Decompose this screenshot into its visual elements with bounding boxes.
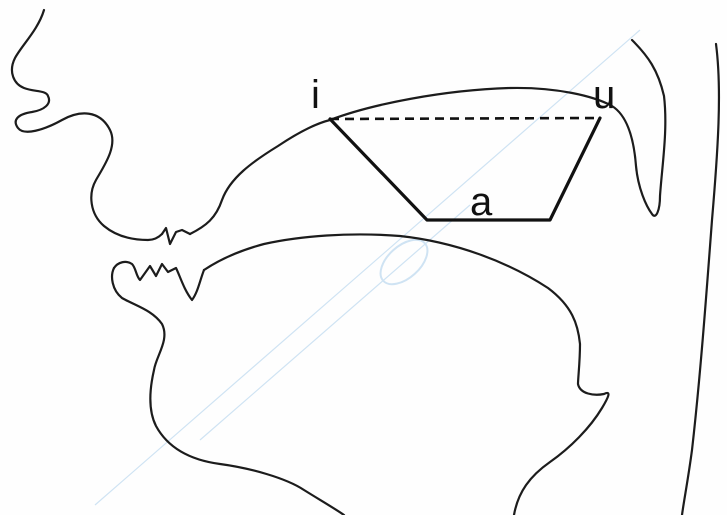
lower-teeth <box>114 262 204 300</box>
vowel-label-a: a <box>470 180 493 224</box>
pharynx-wall <box>682 44 719 515</box>
vowel-trapezoid <box>330 118 600 220</box>
vowel-high-dashed-line <box>330 118 600 119</box>
upper-teeth <box>162 228 190 244</box>
vowel-label-i: i <box>311 73 320 117</box>
vowel-label-u: u <box>593 73 615 117</box>
vowel-trapezoid-edges <box>330 118 600 220</box>
face-profile-upper <box>12 10 162 240</box>
palate-outline <box>190 40 665 234</box>
face-profile-lower <box>112 268 344 515</box>
